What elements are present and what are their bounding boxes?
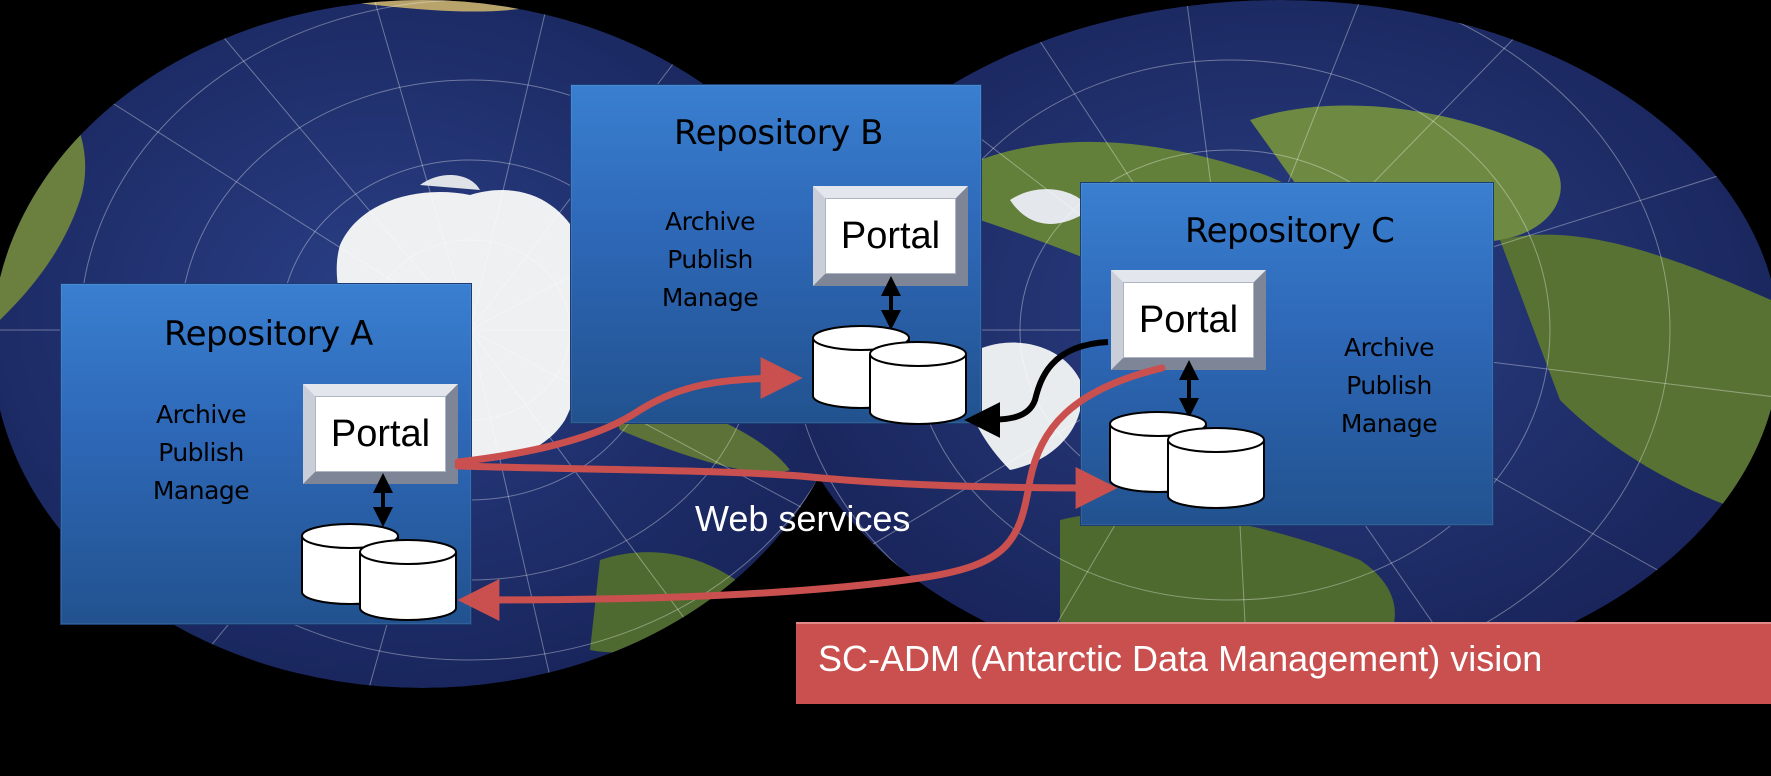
repository-a-functions: Archive Publish Manage	[121, 396, 281, 510]
database-icon	[301, 523, 457, 621]
function-manage: Manage	[152, 476, 250, 505]
repository-a-title: Repository A	[164, 314, 373, 354]
vision-banner-text: SC-ADM (Antarctic Data Management) visio…	[818, 638, 1543, 679]
database-icon	[812, 325, 967, 425]
web-service-arrows	[454, 357, 1166, 621]
repository-b-portal: Portal	[813, 186, 968, 286]
repository-c-portal: Portal	[1111, 270, 1266, 370]
function-publish: Publish	[158, 438, 244, 467]
repository-b-title: Repository B	[674, 113, 883, 153]
vision-banner: SC-ADM (Antarctic Data Management) visio…	[796, 622, 1771, 704]
function-manage: Manage	[1340, 409, 1438, 438]
repository-b-functions: Archive Publish Manage	[635, 203, 785, 317]
function-archive: Archive	[1343, 333, 1435, 362]
arrow-a-to-c	[454, 462, 1118, 509]
function-publish: Publish	[1346, 371, 1432, 400]
portal-label: Portal	[1123, 282, 1254, 358]
arrow-portal-c-to-db-b	[964, 339, 1109, 438]
arrow-a-to-b	[454, 357, 803, 466]
function-manage: Manage	[661, 283, 759, 312]
repository-c-functions: Archive Publish Manage	[1309, 329, 1469, 443]
database-icon	[1109, 411, 1265, 509]
arrow-c-to-a	[457, 364, 1166, 621]
repository-c-title: Repository C	[1185, 211, 1395, 251]
function-archive: Archive	[155, 400, 247, 429]
repository-c-box: Repository C Portal Archive Publish Mana…	[1080, 182, 1494, 526]
function-publish: Publish	[667, 245, 753, 274]
function-archive: Archive	[664, 207, 756, 236]
portal-label: Portal	[825, 198, 956, 274]
portal-label: Portal	[315, 396, 446, 472]
web-services-label: Web services	[695, 498, 911, 539]
